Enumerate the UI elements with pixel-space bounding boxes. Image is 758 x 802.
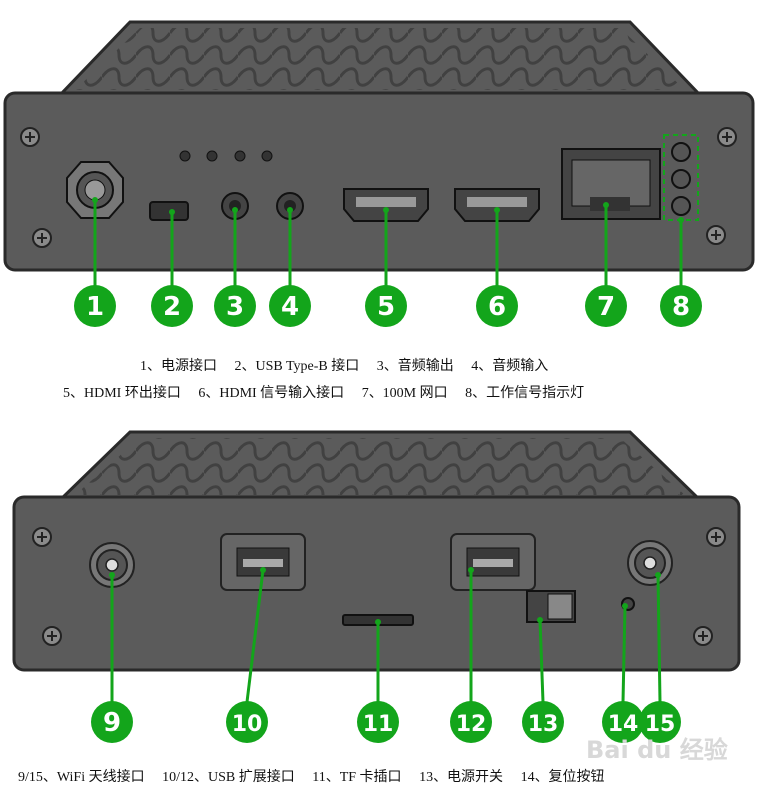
leader-dot xyxy=(375,619,381,625)
ethernet-port xyxy=(561,148,661,220)
caption: 14、复位按钮 xyxy=(520,770,605,785)
screw-icon xyxy=(706,225,726,245)
caption-line-1: 1、电源接口 2、USB Type-B 接口 3、音频输出 4、音频输入 xyxy=(140,355,562,375)
indicator-led xyxy=(671,142,691,162)
top-front-panel xyxy=(3,91,755,272)
callout-circle xyxy=(522,701,564,743)
callout-circle xyxy=(151,285,193,327)
leader-dot xyxy=(260,567,266,573)
callout-number: 12 xyxy=(456,712,487,737)
callout-circle xyxy=(660,285,702,327)
callout-number: 11 xyxy=(363,712,394,737)
indicator-led xyxy=(671,169,691,189)
callout-number: 7 xyxy=(597,292,615,322)
callout-number: 3 xyxy=(226,292,244,322)
power-jack xyxy=(66,161,124,219)
leader-dot xyxy=(655,572,661,578)
screw-icon xyxy=(706,527,726,547)
screw-icon xyxy=(42,626,62,646)
leader-dot xyxy=(678,217,684,223)
callout-circle xyxy=(585,285,627,327)
leader-dot xyxy=(622,603,628,609)
caption: 6、HDMI 信号输入接口 xyxy=(198,386,345,401)
screw-icon xyxy=(32,527,52,547)
callout-number: 1 xyxy=(86,292,104,322)
leader-line xyxy=(621,605,627,703)
callout-number: 10 xyxy=(232,712,263,737)
caption: 11、TF 卡插口 xyxy=(312,770,402,785)
callout-number: 4 xyxy=(281,292,299,322)
leader-dot xyxy=(603,202,609,208)
callout-number: 8 xyxy=(672,292,690,322)
callout-number: 14 xyxy=(608,712,639,737)
callout-leaders xyxy=(92,197,684,703)
callout-circle xyxy=(214,285,256,327)
callout-circle xyxy=(226,701,268,743)
screw-icon xyxy=(20,127,40,147)
caption: 1、电源接口 xyxy=(140,359,217,374)
baidu-watermark: Bai du 经验 xyxy=(586,736,728,764)
power-switch xyxy=(526,590,576,623)
callout-circle xyxy=(450,701,492,743)
leader-line xyxy=(245,569,265,703)
top-device xyxy=(3,20,755,272)
heatsink-fins xyxy=(75,438,685,495)
usb-b-port xyxy=(149,201,189,221)
callout-circle xyxy=(74,285,116,327)
usb-port-right xyxy=(450,533,536,591)
leader-dot xyxy=(92,197,98,203)
callout-circle xyxy=(357,701,399,743)
caption-line-3: 9/15、WiFi 天线接口 10/12、USB 扩展接口 11、TF 卡插口 … xyxy=(18,766,619,786)
bottom-device xyxy=(12,430,741,672)
caption: 9/15、WiFi 天线接口 xyxy=(18,770,145,785)
leader-dot xyxy=(109,572,115,578)
callout-circle xyxy=(365,285,407,327)
callout-number: 5 xyxy=(377,292,395,322)
screw-icon xyxy=(717,127,737,147)
callout-circle xyxy=(476,285,518,327)
callout-circle xyxy=(269,285,311,327)
caption: 2、USB Type-B 接口 xyxy=(234,359,360,374)
callout-number: 6 xyxy=(488,292,506,322)
screw-icon xyxy=(32,228,52,248)
leader-dot xyxy=(287,207,293,213)
leader-dot xyxy=(468,567,474,573)
caption: 13、电源开关 xyxy=(419,770,504,785)
callout-number: 13 xyxy=(528,712,559,737)
leader-dot xyxy=(494,207,500,213)
callout-number: 2 xyxy=(163,292,181,322)
caption: 5、HDMI 环出接口 xyxy=(63,386,181,401)
leader-line xyxy=(538,619,545,703)
callout-number: 15 xyxy=(645,712,676,737)
caption: 10/12、USB 扩展接口 xyxy=(162,770,295,785)
leader-dot xyxy=(232,207,238,213)
callout-circle xyxy=(639,701,681,743)
screw-icon xyxy=(693,626,713,646)
wifi-antenna-right xyxy=(627,540,673,586)
leader-dot xyxy=(537,617,543,623)
leader-line xyxy=(656,574,662,703)
indicator-led xyxy=(671,196,691,216)
caption: 4、音频输入 xyxy=(471,359,549,374)
caption: 7、100M 网口 xyxy=(361,386,448,401)
heatsink-fins xyxy=(75,28,685,90)
callout-circle xyxy=(91,701,133,743)
caption: 3、音频输出 xyxy=(376,359,454,374)
leader-dot xyxy=(169,209,175,215)
callout-number: 9 xyxy=(103,708,121,738)
leader-dot xyxy=(383,207,389,213)
callout-circle xyxy=(602,701,644,743)
caption-line-2: 5、HDMI 环出接口 6、HDMI 信号输入接口 7、100M 网口 8、工作… xyxy=(63,382,598,402)
caption: 8、工作信号指示灯 xyxy=(465,386,585,401)
